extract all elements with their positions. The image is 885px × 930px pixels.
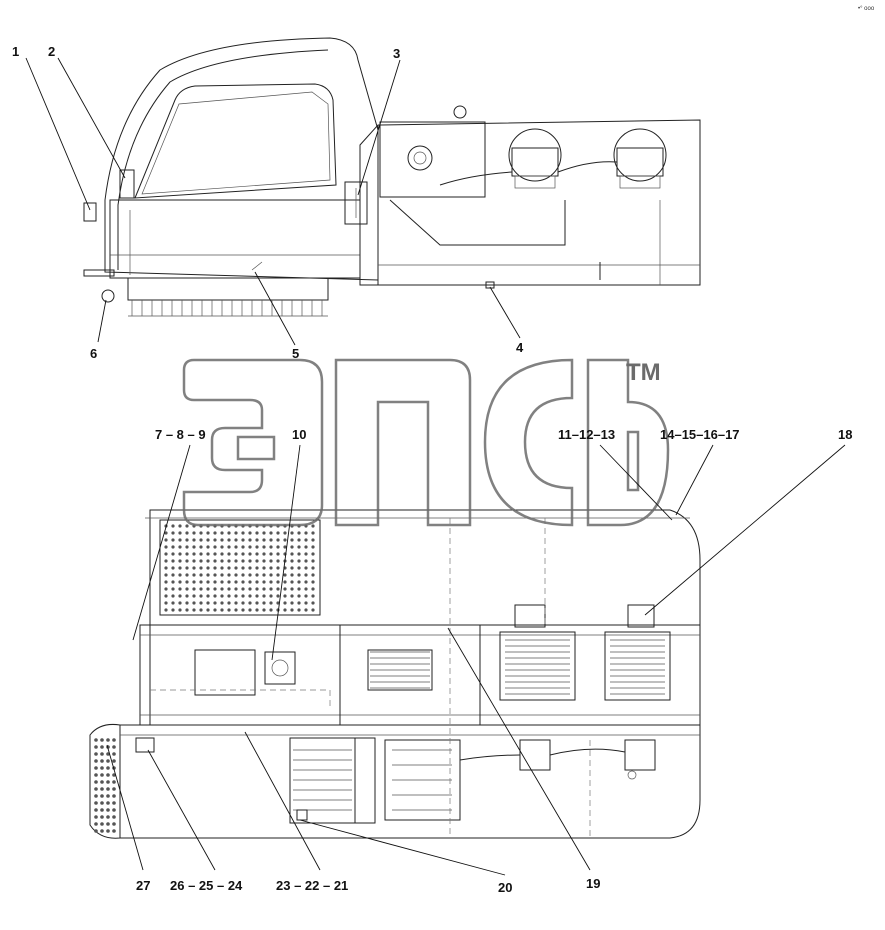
battery-lines: [293, 749, 352, 811]
callout-19: 19: [586, 876, 600, 891]
track-links: [128, 300, 328, 317]
callout-labels: 1 2 3 4 5 6 7 – 8 – 9 10 11–12–13 14–15–…: [12, 44, 852, 895]
callout-3: 3: [393, 46, 400, 61]
callout-23-22-21: 23 – 22 – 21: [276, 878, 348, 893]
callout-27: 27: [136, 878, 150, 893]
callout-20: 20: [498, 880, 512, 895]
leader-lines: [25, 57, 846, 876]
callout-26-25-24: 26 – 25 – 24: [170, 878, 243, 893]
callout-1: 1: [12, 44, 19, 59]
side-view: [83, 37, 701, 317]
callout-4: 4: [516, 340, 524, 355]
pump-left: [508, 128, 562, 189]
callout-11-12-13: 11–12–13: [558, 427, 615, 442]
plan-view: [89, 509, 701, 839]
callout-14-15-16-17: 14–15–16–17: [660, 427, 740, 442]
step-dots: [94, 738, 116, 833]
trademark-mark: TM: [626, 359, 661, 386]
engine-fins: [367, 649, 433, 691]
callout-5: 5: [292, 346, 299, 361]
callout-7-8-9: 7 – 8 – 9: [155, 427, 206, 442]
callout-6: 6: [90, 346, 97, 361]
watermark-logo: TM: [182, 358, 670, 527]
radiator-grid: [164, 524, 315, 612]
callout-18: 18: [838, 427, 852, 442]
cooler-fins: [505, 639, 665, 695]
corner-mark: •° ooo: [858, 6, 875, 12]
pump-right: [613, 128, 667, 189]
callout-2: 2: [48, 44, 55, 59]
callout-10: 10: [292, 427, 306, 442]
